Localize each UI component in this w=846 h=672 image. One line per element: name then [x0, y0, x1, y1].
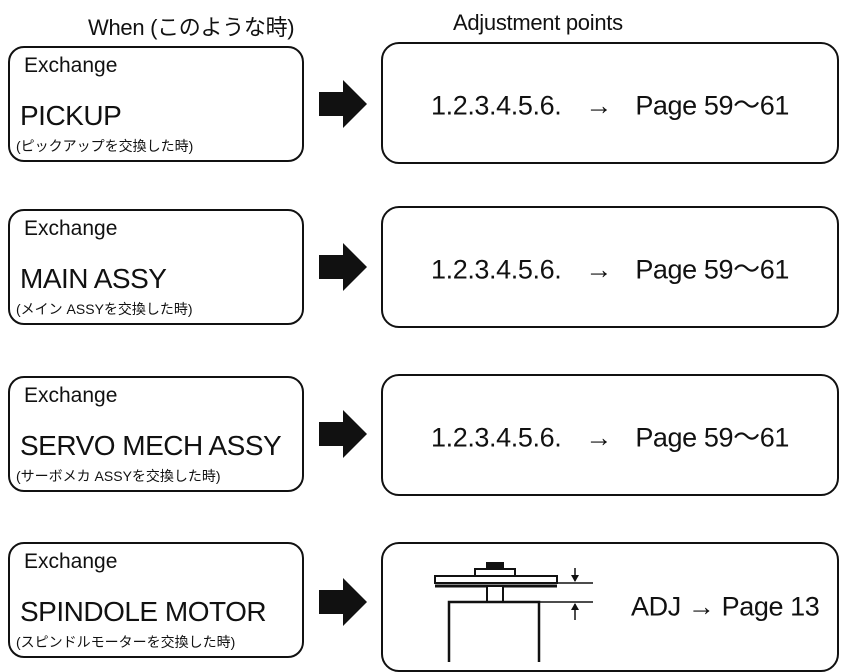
exchange-label: Exchange: [24, 54, 118, 77]
exchange-label: Exchange: [24, 550, 118, 573]
spindle-motor-height-figure-icon: [434, 562, 593, 662]
condition-box-servo-mech-assy: Exchange SERVO MECH ASSY (サーボメカ ASSYを交換し…: [8, 376, 304, 492]
part-note-jp: (メイン ASSYを交換した時): [16, 301, 193, 317]
part-name: SERVO MECH ASSY: [20, 430, 282, 461]
page-ref: Page 59〜61: [635, 90, 789, 121]
part-note-jp: (ピックアップを交換した時): [16, 138, 194, 154]
adjustment-ref: 1.2.3.4.5.6. → Page 59〜61: [431, 84, 789, 123]
ref-arrow: →: [585, 254, 612, 285]
right-arrow-icon: [319, 243, 367, 291]
part-note-jp: (サーボメカ ASSYを交換した時): [16, 468, 221, 484]
exchange-label: Exchange: [24, 217, 118, 240]
condition-box-pickup: Exchange PICKUP (ピックアップを交換した時): [8, 46, 304, 162]
ref-arrow: →: [585, 422, 612, 453]
ref-arrow: →: [585, 90, 612, 121]
adjustment-box-spindole-motor: ADJ → Page 13: [381, 542, 839, 672]
condition-box-spindole-motor: Exchange SPINDOLE MOTOR (スピンドルモーターを交換した時…: [8, 542, 304, 658]
adjustment-ref: 1.2.3.4.5.6. → Page 59〜61: [431, 416, 789, 455]
adjustment-ref: ADJ → Page 13: [631, 591, 820, 622]
adjustment-box-servo-mech-assy: 1.2.3.4.5.6. → Page 59〜61: [381, 374, 839, 496]
right-arrow-icon: [319, 578, 367, 626]
adjustment-points: 1.2.3.4.5.6.: [431, 90, 562, 121]
page-ref: Page 59〜61: [635, 254, 789, 285]
condition-box-main-assy: Exchange MAIN ASSY (メイン ASSYを交換した時): [8, 209, 304, 325]
part-note-jp: (スピンドルモーターを交換した時): [16, 634, 236, 650]
part-name: SPINDOLE MOTOR: [20, 596, 267, 627]
page-ref: Page 59〜61: [635, 422, 789, 453]
part-name: PICKUP: [20, 100, 122, 131]
exchange-label: Exchange: [24, 384, 118, 407]
adjustment-ref: 1.2.3.4.5.6. → Page 59〜61: [431, 248, 789, 287]
adjustment-points: 1.2.3.4.5.6.: [431, 254, 562, 285]
adjustment-box-pickup: 1.2.3.4.5.6. → Page 59〜61: [381, 42, 839, 164]
when-header: When (このような時): [88, 15, 295, 40]
right-arrow-icon: [319, 410, 367, 458]
adjustment-box-main-assy: 1.2.3.4.5.6. → Page 59〜61: [381, 206, 839, 328]
part-name: MAIN ASSY: [20, 263, 167, 294]
adjustment-points: 1.2.3.4.5.6.: [431, 422, 562, 453]
right-arrow-icon: [319, 80, 367, 128]
adjustment-points-header: Adjustment points: [453, 10, 623, 35]
